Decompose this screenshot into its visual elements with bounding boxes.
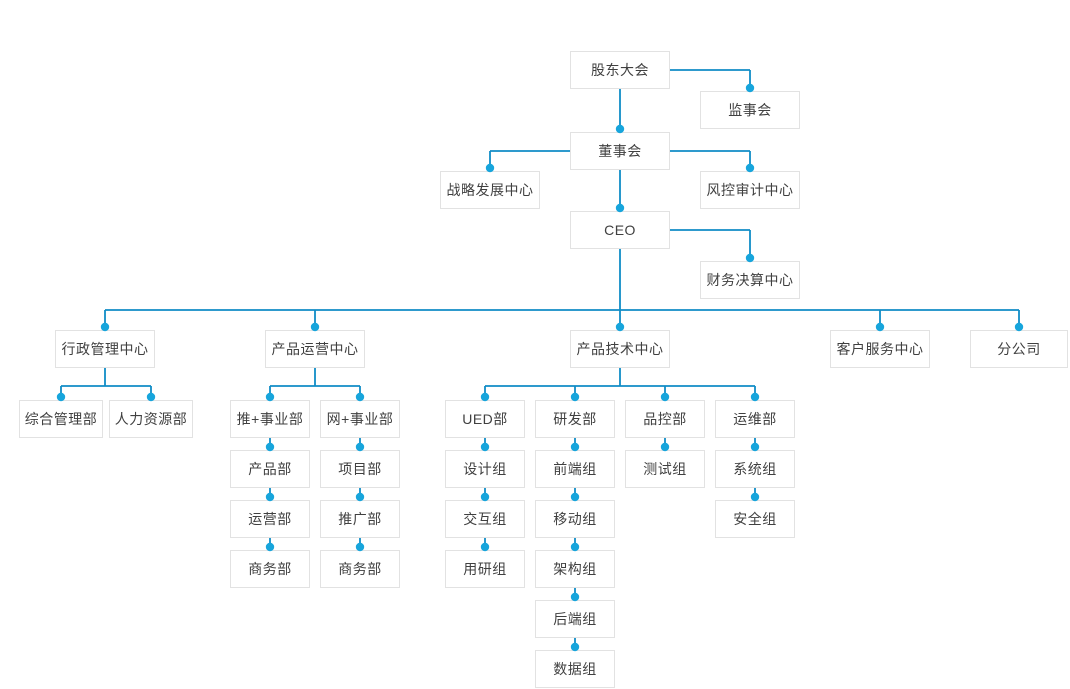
org-node-architecture-group: 架构组 [535, 550, 615, 588]
org-node-customer-service-center: 客户服务中心 [830, 330, 930, 368]
org-node-wang-business-dept: 网+事业部 [320, 400, 400, 438]
org-node-hr-dept: 人力资源部 [109, 400, 193, 438]
org-node-product-tech-center: 产品技术中心 [570, 330, 670, 368]
org-node-ops-dept: 运维部 [715, 400, 795, 438]
org-node-business-dept-2: 商务部 [320, 550, 400, 588]
org-node-ceo: CEO [570, 211, 670, 249]
org-node-branch-company: 分公司 [970, 330, 1068, 368]
org-node-project-dept: 项目部 [320, 450, 400, 488]
org-node-backend-group: 后端组 [535, 600, 615, 638]
org-node-tui-business-dept: 推+事业部 [230, 400, 310, 438]
org-node-shareholders-meeting: 股东大会 [570, 51, 670, 89]
org-node-business-dept-1: 商务部 [230, 550, 310, 588]
org-node-admin-center: 行政管理中心 [55, 330, 155, 368]
org-node-risk-audit-center: 风控审计中心 [700, 171, 800, 209]
org-node-qc-dept: 品控部 [625, 400, 705, 438]
org-node-strategy-dev-center: 战略发展中心 [440, 171, 540, 209]
org-node-general-admin-dept: 综合管理部 [19, 400, 103, 438]
org-node-data-group: 数据组 [535, 650, 615, 688]
org-node-rd-dept: 研发部 [535, 400, 615, 438]
org-node-security-group: 安全组 [715, 500, 795, 538]
org-node-interaction-group: 交互组 [445, 500, 525, 538]
org-node-mobile-group: 移动组 [535, 500, 615, 538]
org-node-ued-dept: UED部 [445, 400, 525, 438]
org-node-board-of-directors: 董事会 [570, 132, 670, 170]
org-node-promotion-dept: 推广部 [320, 500, 400, 538]
org-node-operation-dept: 运营部 [230, 500, 310, 538]
org-node-product-operation-center: 产品运营中心 [265, 330, 365, 368]
org-node-supervisory-board: 监事会 [700, 91, 800, 129]
org-node-system-group: 系统组 [715, 450, 795, 488]
org-node-finance-settlement-center: 财务决算中心 [700, 261, 800, 299]
org-node-product-dept: 产品部 [230, 450, 310, 488]
org-node-user-research-group: 用研组 [445, 550, 525, 588]
org-node-testing-group: 测试组 [625, 450, 705, 488]
org-node-frontend-group: 前端组 [535, 450, 615, 488]
org-node-design-group: 设计组 [445, 450, 525, 488]
